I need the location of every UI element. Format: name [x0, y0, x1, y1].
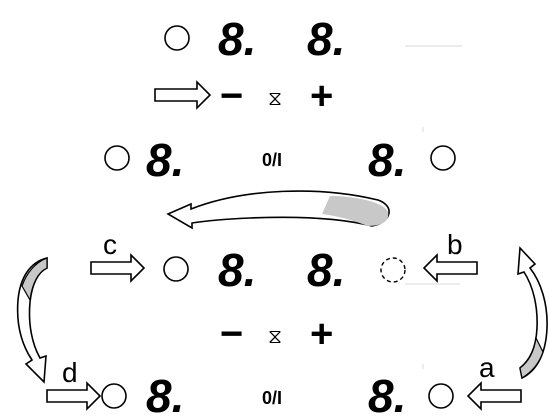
- bottom-minus-label: −: [220, 312, 243, 356]
- bottom-left-zone-sensor-icon: [101, 383, 127, 409]
- callout-a: a: [479, 352, 495, 383]
- bottom-right-zone-sensor-icon: [428, 383, 454, 409]
- top-onoff-label: 0/I: [262, 150, 282, 170]
- top-hollow-arrow-icon: [154, 80, 212, 110]
- callout-b: b: [447, 229, 463, 260]
- top-timer-digit-left: 8.: [218, 13, 256, 65]
- callout-b-arrow-icon: [422, 253, 478, 283]
- top-timer-icon: ⧖: [268, 88, 282, 110]
- top-left-zone-sensor-icon: [104, 145, 130, 171]
- top-right-zone-digit: 8.: [368, 134, 406, 186]
- top-plus-label: +: [310, 74, 333, 118]
- curved-arrow-shade: [322, 196, 389, 226]
- bottom-timer-digit-left: 8.: [218, 244, 256, 296]
- hidden-sensor-dashed-circle-icon: [380, 257, 406, 283]
- top-left-zone-digit: 8.: [146, 134, 184, 186]
- bottom-timer-digit-right: 8.: [307, 244, 345, 296]
- callout-d-arrow-icon: [46, 381, 102, 411]
- top-timer-digit-right: 8.: [307, 13, 345, 65]
- callout-c: c: [103, 229, 117, 260]
- bottom-left-zone-digit: 8.: [146, 370, 184, 419]
- callout-c-arrow-icon: [90, 253, 146, 283]
- top-minus-label: −: [220, 74, 243, 118]
- bottom-onoff-label: 0/I: [262, 388, 282, 408]
- bottom-panel: c 8. 8. b − ⧖ + d 8. 0/I 8. a: [46, 229, 522, 419]
- bottom-timer-icon: ⧖: [268, 326, 282, 348]
- top-panel: 8. 8. − ⧖ + 8. 0/I 8.: [104, 13, 462, 186]
- right-curved-arrow-shade: [519, 336, 544, 379]
- bottom-plus-label: +: [310, 312, 333, 356]
- callout-a-arrow-icon: [466, 381, 522, 411]
- top-right-zone-sensor-icon: [430, 145, 456, 171]
- callout-d: d: [62, 357, 78, 388]
- bottom-timer-sensor-icon: [163, 256, 189, 282]
- top-timer-sensor-icon: [164, 25, 190, 51]
- left-curved-arrow-shade: [21, 257, 48, 302]
- bottom-right-zone-digit: 8.: [368, 370, 406, 419]
